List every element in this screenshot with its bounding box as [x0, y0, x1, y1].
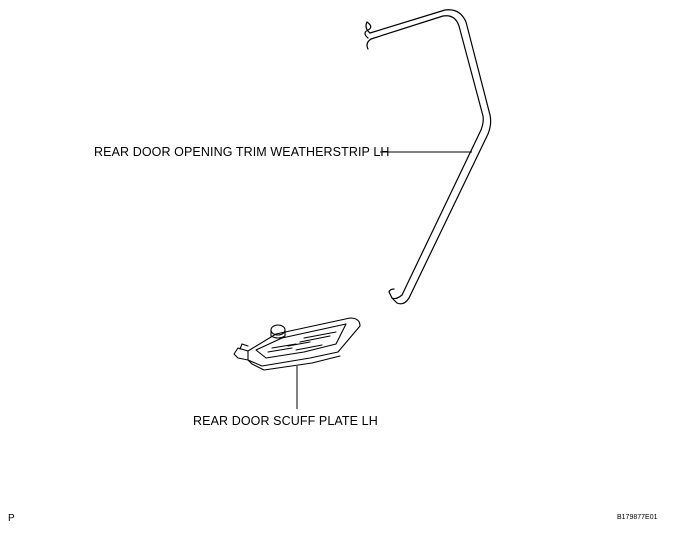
- scuff-plate-clip-stem: [270, 329, 286, 339]
- scuff-plate-ribs: [267, 331, 337, 353]
- weatherstrip-label: REAR DOOR OPENING TRIM WEATHERSTRIP LH: [94, 145, 390, 159]
- scuff-plate-front-edge: [247, 355, 341, 371]
- scuff-plate-drawing: [233, 317, 361, 371]
- scuff-plate-label: REAR DOOR SCUFF PLATE LH: [193, 414, 378, 428]
- scuff-plate-top-surface: [255, 323, 347, 359]
- scuff-plate-outline: [247, 317, 361, 367]
- scuff-plate-end-tab: [233, 343, 249, 361]
- weatherstrip-cut-end: [364, 21, 372, 50]
- weatherstrip-drawing: [364, 9, 492, 305]
- weatherstrip-inner-edge: [370, 15, 484, 296]
- weatherstrip-outer-edge: [369, 9, 492, 305]
- corner-mark: P: [8, 513, 15, 524]
- figure-code: B179877E01: [617, 514, 658, 521]
- weatherstrip-end-cap: [388, 288, 403, 300]
